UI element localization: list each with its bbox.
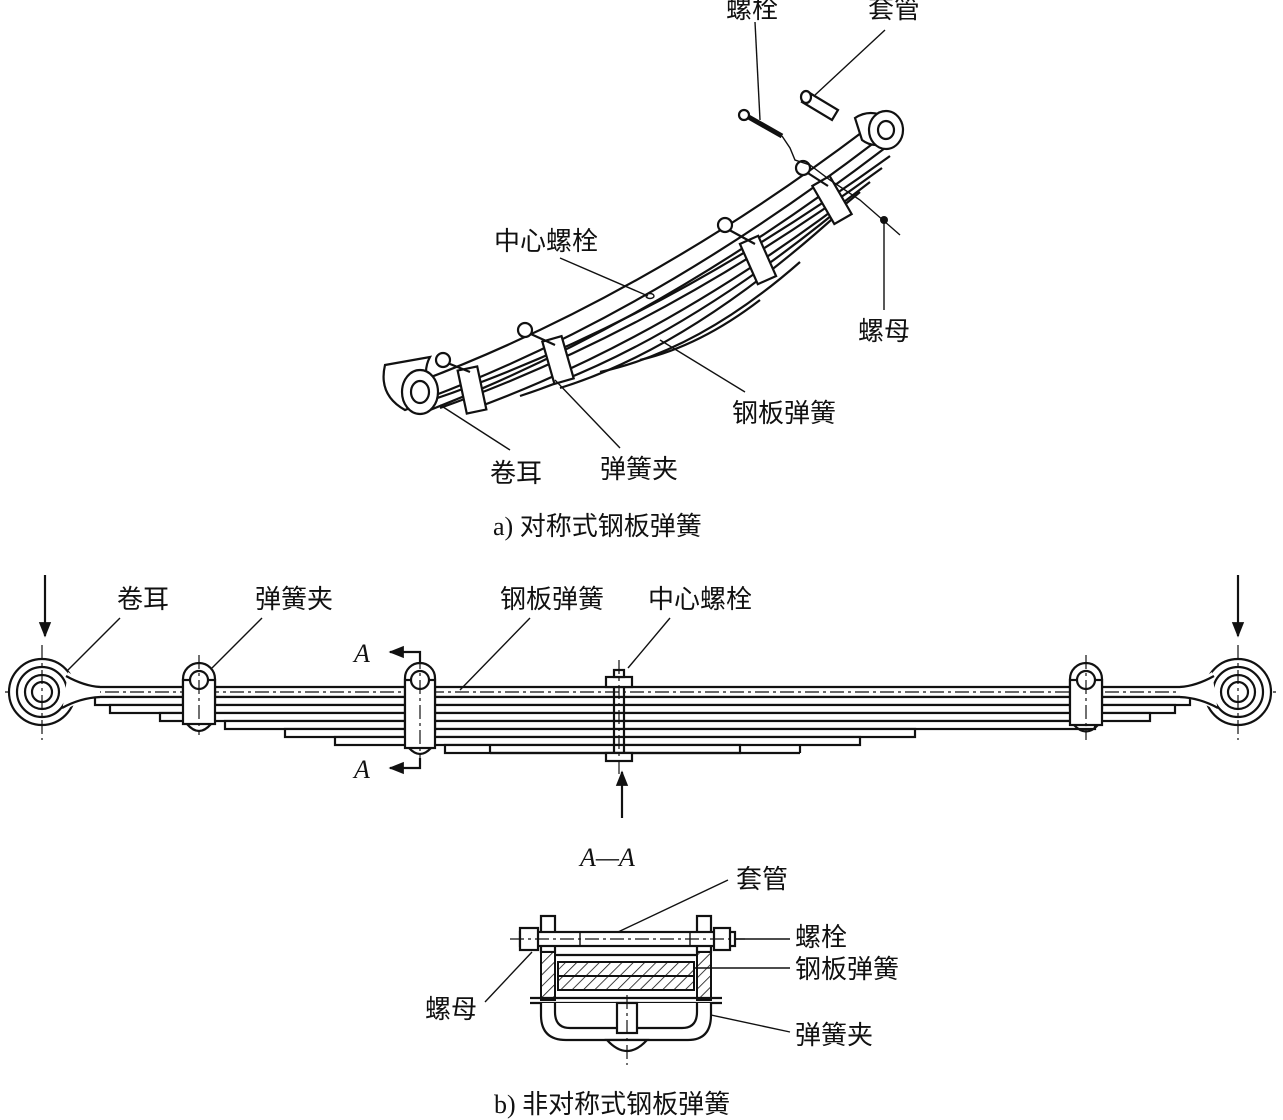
label-b-eye: 卷耳	[117, 585, 169, 615]
leaf-stack	[408, 128, 891, 412]
label-a-leaf-spring: 钢板弹簧	[732, 399, 836, 429]
label-sec-bolt: 螺栓	[795, 923, 847, 953]
label-b-center-bolt: 中心螺栓	[648, 585, 752, 615]
leaves-b	[93, 695, 1192, 755]
label-sec-nut: 螺母	[425, 995, 477, 1025]
section-mark-bottom: A	[352, 755, 370, 784]
clip-b-section	[403, 655, 437, 770]
rear-eye	[853, 109, 905, 151]
label-b-leaf-spring: 钢板弹簧	[500, 585, 604, 615]
spring-clip-1	[434, 351, 488, 415]
section-title: A—A	[578, 843, 635, 872]
center-bolt-hole	[645, 292, 655, 300]
loose-bolt	[737, 108, 784, 139]
label-a-bolt: 螺栓	[726, 0, 778, 25]
label-a-nut: 螺母	[858, 317, 910, 347]
spring-clip-3	[716, 216, 778, 286]
right-eye-b	[1179, 645, 1273, 740]
clip-b-left	[181, 655, 217, 735]
label-sec-leaf-spring: 钢板弹簧	[795, 955, 899, 985]
caption-a: a) 对称式钢板弹簧	[493, 512, 702, 541]
spring-clip-2	[516, 321, 576, 386]
assembly-line	[781, 135, 901, 236]
left-eye-b	[7, 645, 101, 740]
leaders-a	[439, 21, 886, 451]
section-mark-top: A	[352, 639, 370, 668]
label-a-sleeve: 套管	[868, 0, 920, 25]
label-a-center-bolt: 中心螺栓	[494, 227, 598, 257]
clip-b-right	[1068, 655, 1104, 740]
section-view	[484, 879, 791, 1065]
caption-b: b) 非对称式钢板弹簧	[494, 1090, 730, 1119]
center-bolt-b	[604, 660, 634, 775]
label-a-eye: 卷耳	[490, 459, 542, 489]
label-a-spring-clip: 弹簧夹	[600, 455, 678, 485]
asymmetric-spring-drawing	[5, 575, 1280, 818]
loose-sleeve	[799, 89, 840, 122]
label-sec-spring-clip: 弹簧夹	[795, 1021, 873, 1051]
symmetric-spring-drawing	[382, 21, 905, 451]
label-sec-sleeve: 套管	[736, 865, 788, 895]
leaders-b	[67, 617, 671, 691]
nut-dot	[880, 216, 888, 224]
section-marks	[388, 645, 422, 775]
label-b-spring-clip: 弹簧夹	[255, 585, 333, 615]
front-eye	[382, 355, 440, 416]
